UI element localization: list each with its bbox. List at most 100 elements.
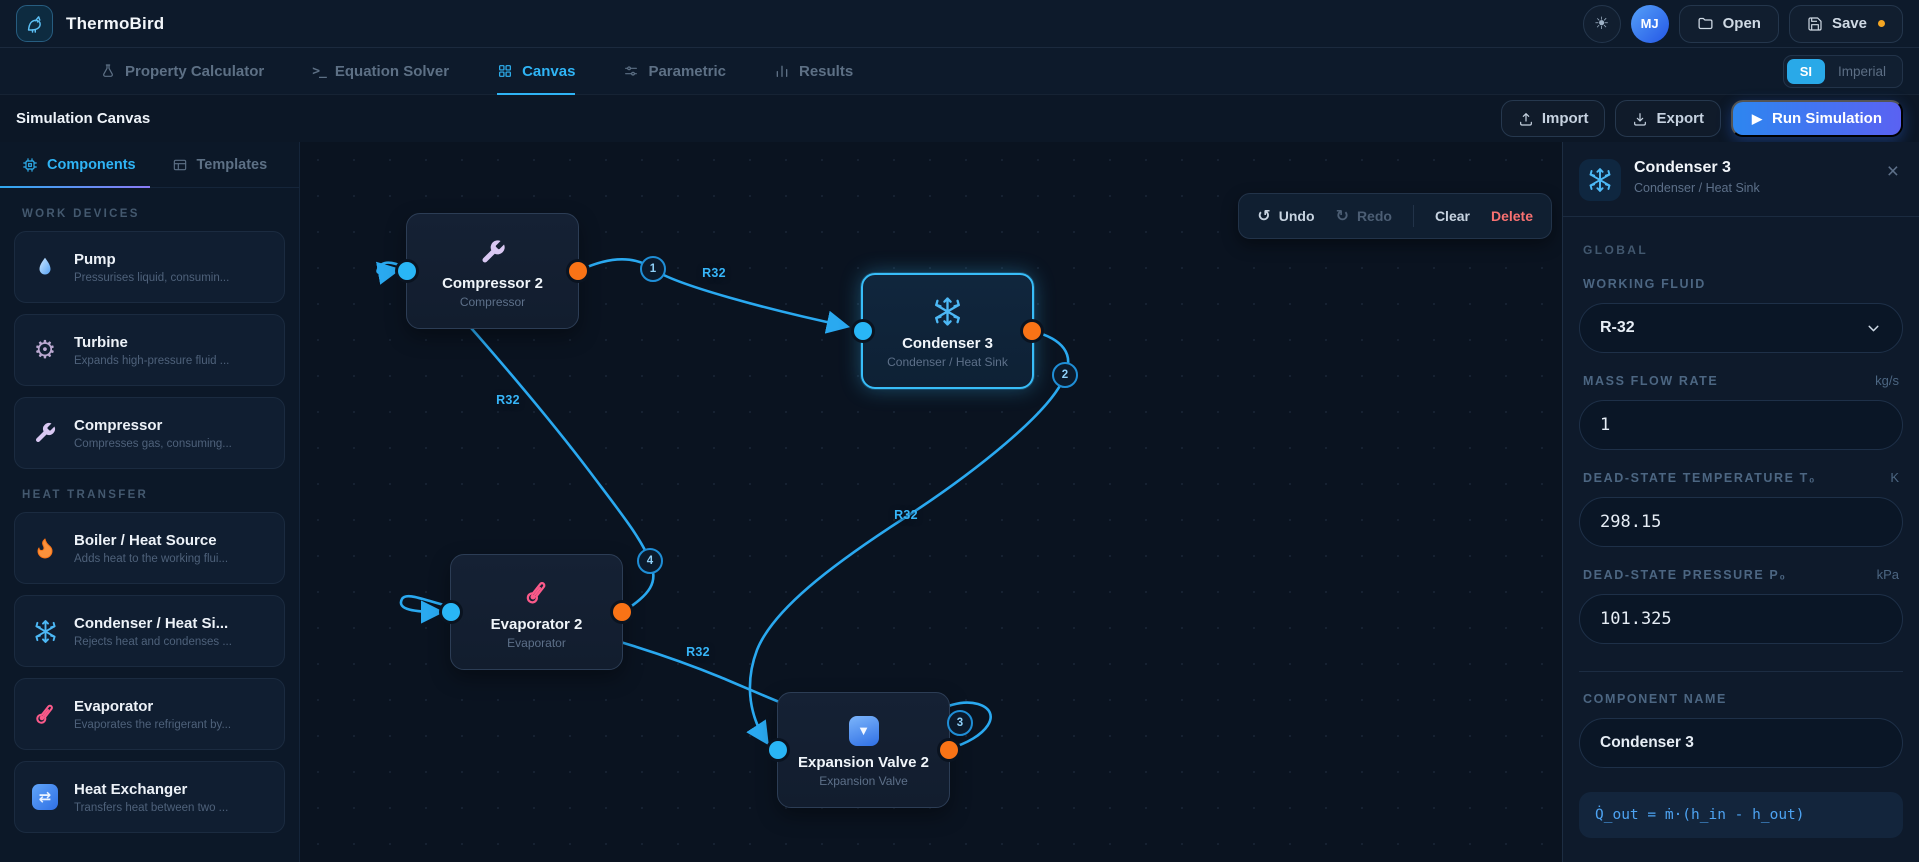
component-card-condenser[interactable]: Condenser / Heat Si...Rejects heat and c…: [14, 595, 285, 667]
edge-badge: 4: [637, 548, 663, 574]
top-navbar: ThermoBird ☀ MJ Open Save: [0, 0, 1919, 48]
app-title: ThermoBird: [66, 13, 165, 33]
output-port[interactable]: [613, 603, 631, 621]
units-imperial-button[interactable]: Imperial: [1837, 63, 1886, 79]
exchange-icon: ⇄: [30, 784, 60, 810]
input-port[interactable]: [398, 262, 416, 280]
edge-fluid-label: R32: [702, 266, 726, 280]
unsaved-changes-dot: [1878, 20, 1885, 27]
download-icon: [1632, 111, 1648, 127]
delete-button[interactable]: Delete: [1490, 208, 1533, 224]
input-port[interactable]: [442, 603, 460, 621]
inspector-title: Condenser 3: [1634, 159, 1731, 176]
sidebar-tab-components[interactable]: Components: [0, 142, 150, 188]
thermometer-icon: [30, 702, 60, 726]
wrench-icon: [479, 234, 507, 270]
inspector-subtitle: Condenser / Heat Sink: [1634, 181, 1760, 195]
field-unit: kg/s: [1875, 373, 1899, 388]
output-port[interactable]: [940, 741, 958, 759]
section-label-work-devices: WORK DEVICES: [22, 208, 140, 220]
tab-parametric[interactable]: Parametric: [623, 48, 726, 94]
chip-icon: [22, 157, 38, 173]
theme-toggle-button[interactable]: ☀: [1582, 4, 1621, 43]
page-title: Simulation Canvas: [16, 110, 151, 127]
sidebar-tabs: Components Templates: [0, 142, 299, 188]
redo-button[interactable]: ↻ Redo: [1335, 208, 1392, 225]
section-label-global: GLOBAL: [1583, 243, 1649, 257]
undo-button[interactable]: ↺ Undo: [1257, 208, 1315, 225]
user-avatar[interactable]: MJ: [1630, 4, 1669, 43]
gear-icon: ⚙: [33, 336, 57, 364]
simulation-canvas[interactable]: 1 2 3 4 R32 R32 R32 R32 Compressor 2 Com…: [300, 142, 1562, 862]
thermometer-icon: [523, 575, 550, 611]
import-button[interactable]: Import: [1500, 100, 1606, 137]
mass-flow-rate-input[interactable]: [1600, 415, 1882, 435]
field-label: MASS FLOW RATE: [1583, 374, 1719, 388]
close-icon[interactable]: ×: [1886, 160, 1899, 183]
units-si-button[interactable]: SI: [1786, 58, 1825, 84]
sidebar-tab-templates[interactable]: Templates: [150, 142, 300, 187]
open-button[interactable]: Open: [1678, 4, 1779, 43]
node-compressor-2[interactable]: Compressor 2 Compressor: [398, 213, 587, 329]
field-label: COMPONENT NAME: [1583, 692, 1727, 706]
tab-equation-solver[interactable]: >_ Equation Solver: [312, 62, 450, 80]
droplet-icon: [30, 255, 60, 279]
node-expansion-valve-2[interactable]: ▼ Expansion Valve 2 Expansion Valve: [769, 692, 958, 808]
dead-state-temperature-input[interactable]: [1600, 512, 1882, 532]
redo-icon: ↻: [1335, 208, 1349, 225]
node-condenser-3[interactable]: Condenser 3 Condenser / Heat Sink: [854, 273, 1041, 389]
chevron-down-icon: [1865, 320, 1882, 337]
snowflake-icon: [932, 294, 963, 330]
sun-icon: ☀: [1593, 13, 1610, 33]
folder-icon: [1697, 15, 1714, 32]
node-title: Expansion Valve 2: [798, 753, 929, 771]
upload-icon: [1518, 111, 1534, 127]
dead-state-temperature-field-wrap: [1579, 497, 1903, 547]
snowflake-icon: [30, 619, 60, 644]
bar-chart-icon: [774, 63, 790, 79]
working-fluid-select[interactable]: R-32: [1579, 303, 1903, 353]
save-button[interactable]: Save: [1788, 4, 1903, 43]
component-name-input[interactable]: [1600, 734, 1882, 752]
run-simulation-button[interactable]: ▶ Run Simulation: [1731, 100, 1903, 137]
component-name-field-wrap: [1579, 718, 1903, 768]
edge-valve-to-evaporator[interactable]: [399, 594, 992, 751]
export-button[interactable]: Export: [1615, 100, 1721, 137]
output-port[interactable]: [1023, 322, 1041, 340]
inspector-header: Condenser 3 Condenser / Heat Sink ×: [1563, 142, 1919, 217]
tab-property-calculator[interactable]: Property Calculator: [100, 48, 264, 94]
node-subtitle: Compressor: [459, 294, 526, 309]
canvas-header: Simulation Canvas Import Export ▶ Run Si…: [0, 95, 1919, 142]
dead-state-pressure-input[interactable]: [1600, 609, 1882, 629]
governing-equation: Q̇_out = ṁ·(h_in - h_out): [1579, 792, 1903, 838]
terminal-icon: >_: [312, 63, 327, 79]
flame-icon: [30, 536, 60, 560]
node-title: Compressor 2: [442, 274, 543, 292]
input-port[interactable]: [769, 741, 787, 759]
inspector-panel: Condenser 3 Condenser / Heat Sink × GLOB…: [1562, 142, 1919, 862]
edge-compressor-to-condenser[interactable]: [578, 258, 851, 334]
edge-condenser-to-valve[interactable]: [746, 329, 1070, 746]
tab-canvas[interactable]: Canvas: [497, 48, 576, 95]
edge-fluid-label: R32: [686, 645, 710, 659]
output-port[interactable]: [569, 262, 587, 280]
dead-state-pressure-field-wrap: [1579, 594, 1903, 644]
node-title: Condenser 3: [902, 334, 993, 352]
clear-button[interactable]: Clear: [1434, 208, 1470, 224]
node-subtitle: Evaporator: [507, 635, 566, 650]
node-evaporator-2[interactable]: Evaporator 2 Evaporator: [442, 554, 631, 670]
window-icon: [172, 157, 188, 173]
tab-results[interactable]: Results: [774, 48, 853, 94]
node-subtitle: Expansion Valve: [819, 773, 908, 788]
node-subtitle: Condenser / Heat Sink: [887, 354, 1008, 369]
edge-badge: 1: [640, 256, 666, 282]
input-port[interactable]: [854, 322, 872, 340]
